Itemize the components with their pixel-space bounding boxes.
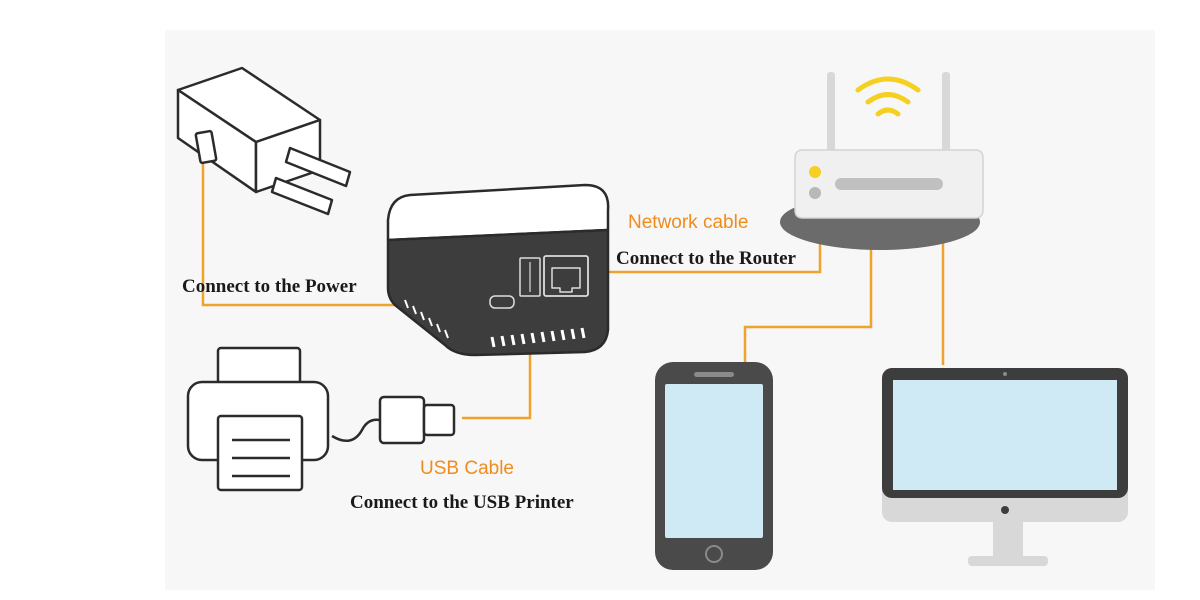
print-server-icon xyxy=(386,183,610,357)
power-label: Connect to the Power xyxy=(182,276,357,297)
router-icon xyxy=(780,72,984,250)
phone-cable xyxy=(743,222,873,365)
network-cable-label: Network cable xyxy=(628,212,749,233)
cables xyxy=(201,148,945,420)
wifi-icon xyxy=(855,76,921,117)
smartphone-icon xyxy=(655,362,773,570)
printer-icon xyxy=(186,346,330,492)
router-label: Connect to the Router xyxy=(616,248,796,269)
power-cable xyxy=(201,148,470,307)
usb-cable-label: USB Cable xyxy=(420,458,514,479)
power-adapter-icon xyxy=(176,66,352,216)
usb-plug-icon xyxy=(331,395,456,445)
usb-printer-label: Connect to the USB Printer xyxy=(350,492,574,513)
monitor-icon xyxy=(882,368,1128,566)
